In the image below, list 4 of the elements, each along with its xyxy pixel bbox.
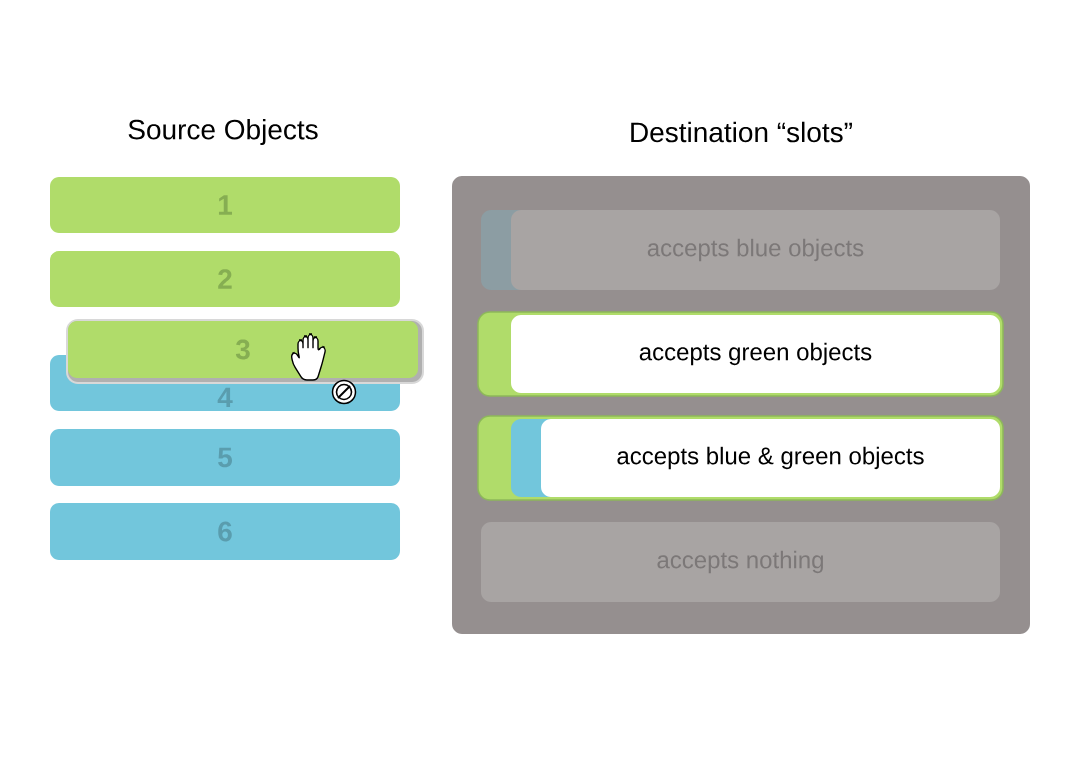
column-heading: Destination “slots” xyxy=(631,121,852,143)
column-heading: Source Objects xyxy=(128,118,318,146)
accepting-slot: accepts green objects xyxy=(477,311,1004,397)
accepting-slot: accepts blue & green objects xyxy=(477,415,1004,501)
